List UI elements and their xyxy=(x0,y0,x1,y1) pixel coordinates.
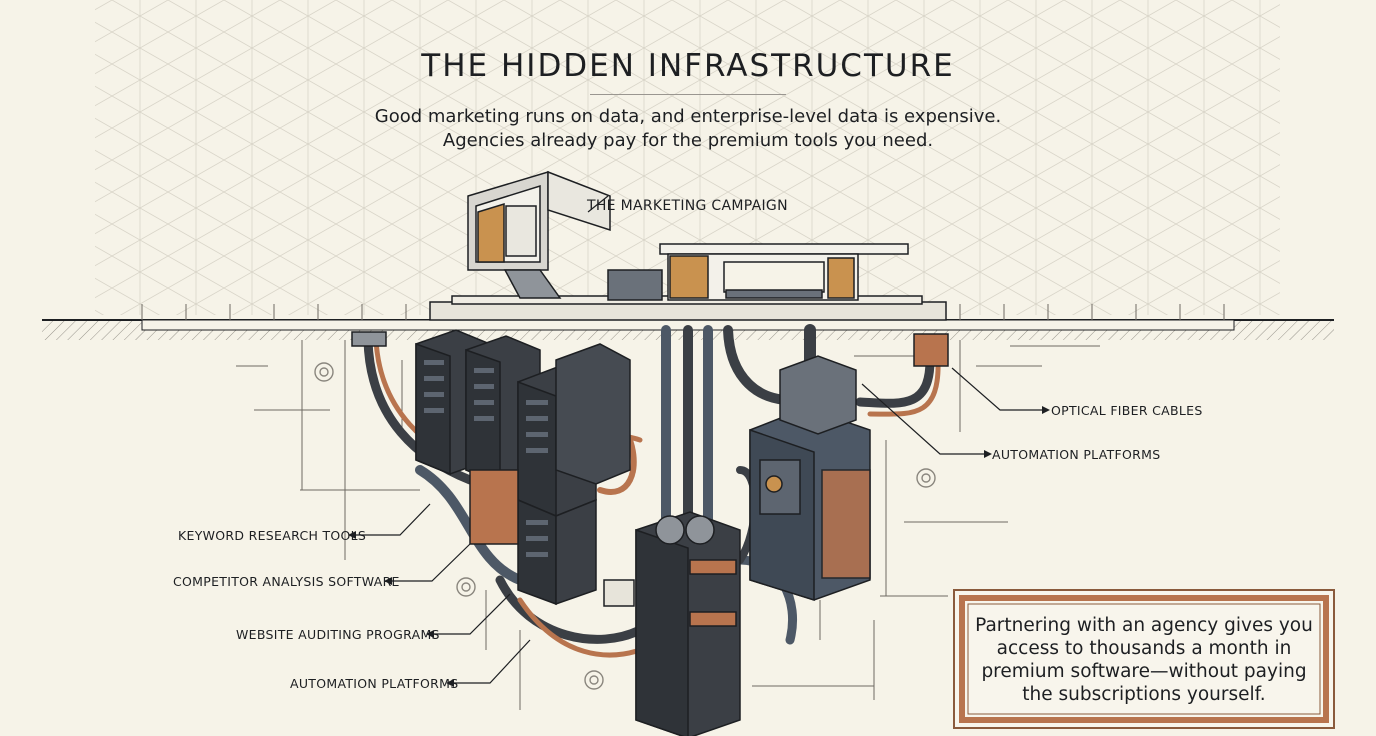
label-automation-platforms-left: AUTOMATION PLATFORMS xyxy=(290,676,459,691)
rack-vents xyxy=(424,360,548,557)
callout-line-2: access to thousands a month in xyxy=(996,638,1292,659)
dimension-lines xyxy=(236,340,1100,710)
label-automation-platforms-right: AUTOMATION PLATFORMS xyxy=(992,447,1161,462)
callout-box: Partnering with an agency gives you acce… xyxy=(952,588,1336,730)
campaign-building xyxy=(429,170,947,321)
page-title: THE HIDDEN INFRASTRUCTURE xyxy=(421,48,955,84)
cable-bundle xyxy=(363,324,941,658)
subtitle-line-1: Good marketing runs on data, and enterpr… xyxy=(374,106,1002,127)
title-divider xyxy=(590,94,786,95)
label-marketing-campaign: THE MARKETING CAMPAIGN xyxy=(587,198,788,214)
label-competitor-analysis-software: COMPETITOR ANALYSIS SOFTWARE xyxy=(173,574,400,589)
callout-text: Partnering with an agency gives you acce… xyxy=(952,614,1336,706)
arrow-icon xyxy=(348,406,1050,687)
label-optical-fiber-cables: OPTICAL FIBER CABLES xyxy=(1051,403,1203,418)
callout-frame xyxy=(953,589,1335,729)
label-website-auditing-programs: WEBSITE AUDITING PROGRAMS xyxy=(236,627,440,642)
subtitle-line-2: Agencies already pay for the premium too… xyxy=(442,130,934,151)
callout-line-3: premium software—without paying xyxy=(981,661,1307,682)
label-pointers xyxy=(354,195,1042,684)
label-keyword-research-tools: KEYWORD RESEARCH TOOLS xyxy=(178,528,367,543)
callout-line-4: the subscriptions yourself. xyxy=(1022,684,1266,705)
callout-line-1: Partnering with an agency gives you xyxy=(975,615,1313,636)
